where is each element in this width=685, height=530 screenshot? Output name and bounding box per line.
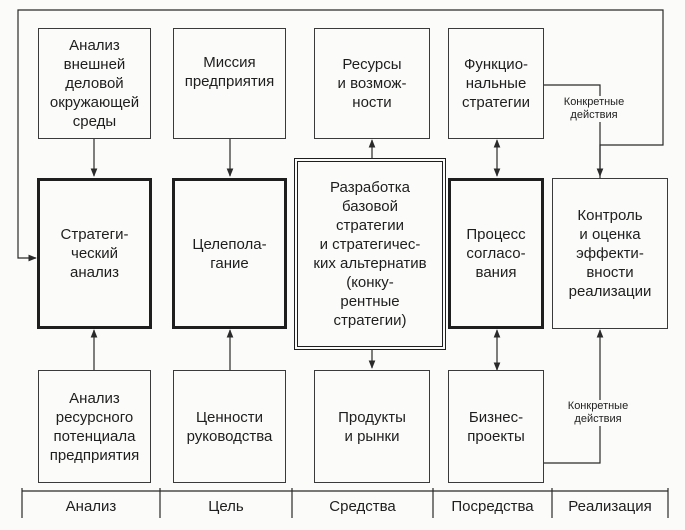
box-resource-potential-analysis: Анализ ресурсного потенциала предприятия — [38, 370, 151, 483]
box-goal-setting: Целепола- гание — [172, 178, 287, 329]
box-business-projects: Бизнес- проекты — [448, 370, 544, 483]
box-functional-strategies: Функцио- нальные стратегии — [448, 28, 544, 139]
axis-label-goal: Цель — [208, 498, 244, 515]
box-external-environment-analysis: Анализ внешней деловой окружающей среды — [38, 28, 151, 139]
box-management-values: Ценности руководства — [173, 370, 286, 483]
box-base-strategy-development: Разработка базовой стратегии и стратегич… — [294, 158, 446, 350]
axis-label-intermediaries: Посредства — [451, 498, 534, 515]
arrow-functional-to-control — [543, 84, 604, 177]
box-coordination-process: Процесс согласо- вания — [448, 178, 544, 329]
label-concrete-actions-bottom: Конкретные действия — [558, 400, 638, 426]
box-products-markets: Продукты и рынки — [314, 370, 430, 483]
arrow-business-to-control — [543, 329, 604, 464]
axis-label-analysis: Анализ — [65, 498, 117, 515]
label-concrete-actions-top: Конкретные действия — [555, 96, 633, 122]
box-enterprise-mission: Миссия предприятия — [173, 28, 286, 139]
axis-label-means: Средства — [329, 498, 396, 515]
box-strategic-analysis: Стратеги- ческий анализ — [37, 178, 152, 329]
box-control-evaluation: Контроль и оценка эффекти- вности реализ… — [552, 178, 668, 329]
axis-label-implementation: Реализация — [568, 498, 652, 515]
box-resources-capabilities: Ресурсы и возмож- ности — [314, 28, 430, 139]
